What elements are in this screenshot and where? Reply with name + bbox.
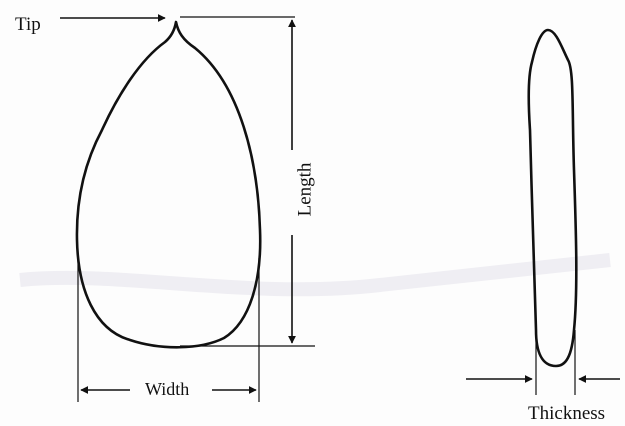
scan-smudge: [19, 253, 611, 297]
width-label: Width: [145, 379, 190, 399]
seed-side-outline: [527, 28, 578, 368]
length-label: Length: [294, 162, 316, 217]
tip-label: Tip: [15, 14, 41, 35]
thickness-label: Thickness: [528, 403, 606, 424]
seed-front-outline: [75, 20, 262, 349]
